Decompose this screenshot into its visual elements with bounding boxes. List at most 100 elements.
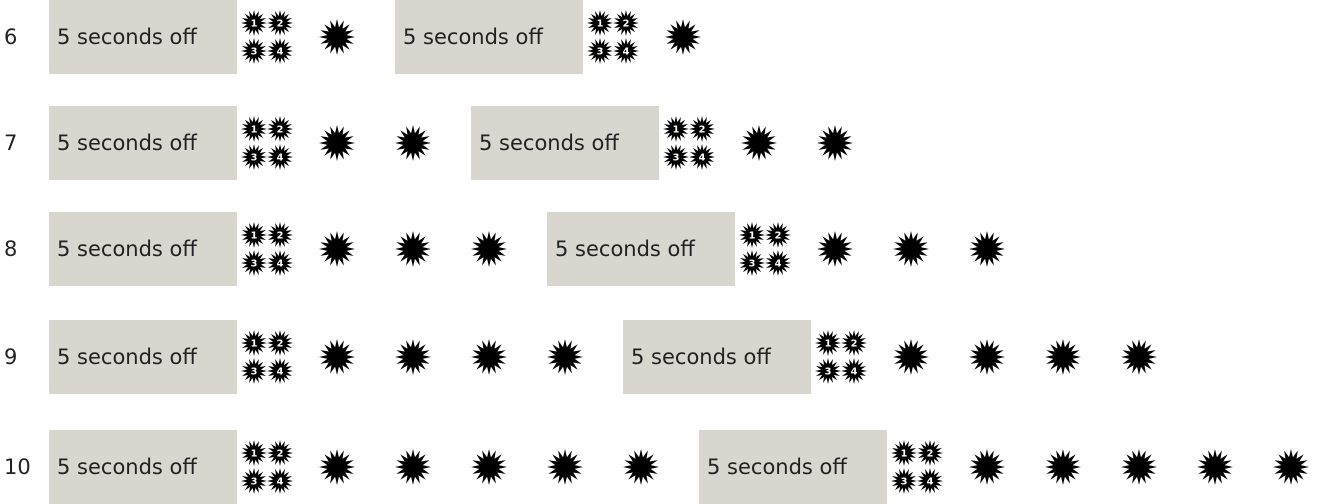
starburst-icon (1121, 449, 1157, 485)
starburst-icon (471, 339, 507, 375)
seconds-off-box: 5 seconds off (49, 106, 237, 180)
burst-number: 3 (901, 477, 908, 488)
numbered-burst-icon: 3 (241, 250, 267, 276)
starburst-icon (969, 231, 1005, 267)
row-number: 9 (4, 345, 18, 369)
starburst-icon (969, 339, 1005, 375)
numbered-burst-icon: 1 (241, 116, 267, 142)
burst-number: 3 (251, 477, 258, 488)
numbered-burst-icon: 2 (267, 222, 293, 248)
starburst-icon (395, 449, 431, 485)
burst-number: 4 (699, 153, 706, 164)
seconds-off-box: 5 seconds off (699, 430, 887, 504)
burst-number: 2 (699, 125, 706, 136)
numbered-burst-icon: 4 (267, 144, 293, 170)
numbered-burst-icon: 1 (587, 10, 613, 36)
numbered-bursts-cluster-icon: 1 2 3 4 (583, 4, 641, 70)
burst-number: 4 (277, 153, 284, 164)
burst-number: 4 (277, 477, 284, 488)
starburst-icon (395, 339, 431, 375)
numbered-burst-icon: 2 (841, 330, 867, 356)
numbered-burst-icon: 1 (815, 330, 841, 356)
starburst-icon (623, 449, 659, 485)
burst-number: 2 (277, 125, 284, 136)
starburst-icon (817, 231, 853, 267)
burst-number: 4 (775, 259, 782, 270)
starburst-icon (893, 339, 929, 375)
numbered-burst-icon: 4 (267, 38, 293, 64)
numbered-burst-icon: 3 (739, 250, 765, 276)
burst-number: 1 (251, 231, 258, 242)
seconds-off-box: 5 seconds off (547, 212, 735, 286)
numbered-burst-icon: 3 (241, 144, 267, 170)
starburst-icon (1273, 449, 1309, 485)
burst-number: 1 (251, 339, 258, 350)
burst-number: 2 (277, 231, 284, 242)
row-number: 7 (4, 131, 18, 155)
numbered-burst-icon: 3 (663, 144, 689, 170)
burst-number: 3 (251, 47, 258, 58)
numbered-bursts-cluster-icon: 1 2 3 4 (735, 216, 793, 282)
numbered-burst-icon: 1 (241, 222, 267, 248)
starburst-icon (319, 231, 355, 267)
numbered-burst-icon: 3 (815, 358, 841, 384)
burst-number: 1 (901, 449, 908, 460)
starburst-icon (893, 231, 929, 267)
burst-number: 2 (277, 19, 284, 30)
numbered-burst-icon: 2 (267, 10, 293, 36)
numbered-burst-icon: 3 (241, 358, 267, 384)
seconds-off-box: 5 seconds off (471, 106, 659, 180)
numbered-burst-icon: 1 (241, 330, 267, 356)
starburst-icon (547, 449, 583, 485)
burst-number: 4 (277, 259, 284, 270)
row-number: 6 (4, 25, 18, 49)
numbered-burst-icon: 2 (267, 330, 293, 356)
burst-number: 2 (623, 19, 630, 30)
starburst-icon (319, 19, 355, 55)
burst-number: 3 (251, 259, 258, 270)
numbered-burst-icon: 4 (841, 358, 867, 384)
burst-number: 1 (597, 19, 604, 30)
starburst-icon (969, 449, 1005, 485)
numbered-burst-icon: 4 (765, 250, 791, 276)
burst-number: 3 (749, 259, 756, 270)
seconds-off-box: 5 seconds off (49, 0, 237, 74)
burst-number: 2 (775, 231, 782, 242)
seconds-off-box: 5 seconds off (623, 320, 811, 394)
starburst-icon (395, 125, 431, 161)
burst-number: 3 (825, 367, 832, 378)
burst-number: 3 (597, 47, 604, 58)
row-number: 8 (4, 237, 18, 261)
numbered-burst-icon: 4 (917, 468, 943, 494)
starburst-icon (817, 125, 853, 161)
burst-number: 4 (851, 367, 858, 378)
burst-number: 1 (749, 231, 756, 242)
numbered-burst-icon: 1 (739, 222, 765, 248)
burst-number: 4 (277, 367, 284, 378)
starburst-icon (395, 231, 431, 267)
numbered-burst-icon: 1 (241, 10, 267, 36)
numbered-burst-icon: 4 (267, 468, 293, 494)
numbered-burst-icon: 2 (917, 440, 943, 466)
numbered-burst-icon: 2 (267, 440, 293, 466)
numbered-burst-icon: 2 (765, 222, 791, 248)
burst-number: 2 (277, 339, 284, 350)
burst-number: 1 (251, 449, 258, 460)
starburst-icon (471, 449, 507, 485)
starburst-icon (471, 231, 507, 267)
starburst-icon (1121, 339, 1157, 375)
numbered-burst-icon: 3 (587, 38, 613, 64)
burst-number: 1 (251, 125, 258, 136)
burst-number: 4 (623, 47, 630, 58)
starburst-icon (1045, 449, 1081, 485)
starburst-icon (319, 125, 355, 161)
numbered-burst-icon: 3 (241, 38, 267, 64)
